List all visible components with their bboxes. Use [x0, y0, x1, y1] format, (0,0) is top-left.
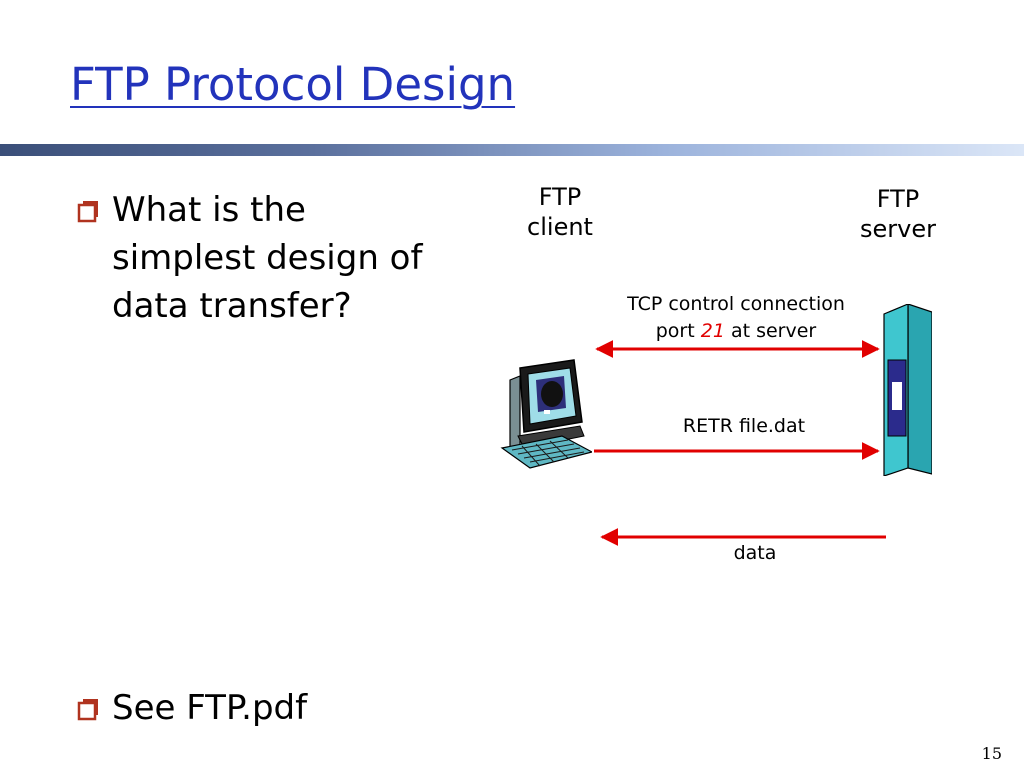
- data-label: data: [733, 542, 777, 564]
- checkbox-bullet-icon: [77, 201, 98, 223]
- ftp-client-label: FTP client: [520, 182, 600, 242]
- checkbox-bullet-icon: [77, 699, 98, 721]
- control-connection-line: TCP control connection: [627, 293, 845, 315]
- bullet-line: See FTP.pdf: [112, 688, 308, 728]
- bullet-question: What is the simplest design of data tran…: [76, 186, 496, 336]
- desktop-computer-icon: [500, 359, 592, 469]
- client-label-line: FTP: [538, 183, 582, 211]
- control-port-line: port 21 at server: [600, 318, 872, 345]
- page-number: 15: [981, 744, 1002, 763]
- bullet-line: What is the: [112, 190, 306, 230]
- bullet-line: data transfer?: [112, 286, 352, 326]
- bullet-see-pdf: See FTP.pdf: [76, 684, 496, 732]
- port-prefix: port: [655, 320, 701, 342]
- control-connection-label: TCP control connection port 21 at server: [600, 291, 872, 345]
- bullet-question-text: What is the simplest design of data tran…: [112, 186, 422, 330]
- retr-label: RETR file.dat: [682, 415, 806, 437]
- bullet-line: simplest design of: [112, 238, 423, 278]
- title-divider-bar: [0, 144, 1024, 156]
- port-number: 21: [700, 320, 725, 342]
- bullet-see-pdf-text: See FTP.pdf: [112, 684, 307, 732]
- port-suffix: at server: [724, 320, 817, 342]
- server-tower-icon: [883, 304, 932, 476]
- server-label-line: server: [860, 215, 936, 243]
- client-label-line: client: [527, 213, 593, 241]
- ftp-server-label: FTP server: [848, 184, 948, 244]
- server-label-line: FTP: [876, 185, 920, 213]
- slide-title: FTP Protocol Design: [70, 58, 516, 111]
